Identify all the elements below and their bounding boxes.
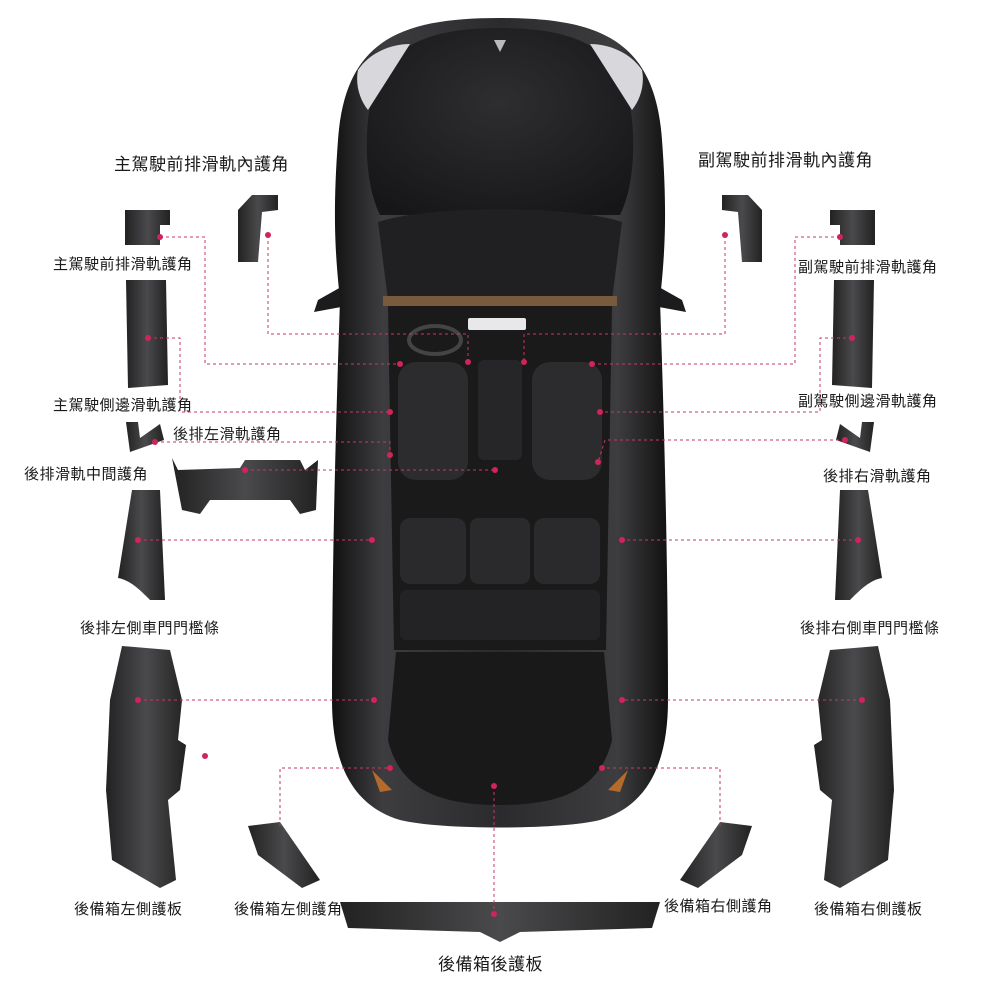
rear-right-sill-part (835, 490, 882, 600)
label-trunk-left-corner: 後備箱左側護角 (234, 900, 343, 918)
windshield (378, 209, 622, 300)
label-rear-right-sill: 後排右側車門門檻條 (800, 619, 940, 637)
label-trunk-right-corner: 後備箱右側護角 (664, 897, 773, 915)
label-rear-left-rail: 後排左滑軌護角 (173, 425, 282, 443)
passenger-front-rail-bracket-part (830, 210, 875, 245)
driver-front-rail-bracket-part (125, 210, 170, 245)
leader-lines (138, 235, 862, 914)
passenger-seat (532, 362, 602, 480)
passenger-front-rail-part (832, 280, 874, 388)
rear-left-sill-part (118, 490, 165, 600)
rear-seat-right (534, 518, 600, 584)
trunk-right-corner-part (680, 822, 752, 888)
label-passenger-front-rail: 副駕駛前排滑軌護角 (798, 258, 938, 276)
center-console (478, 360, 522, 460)
trunk-right-panel-part (814, 646, 894, 888)
label-driver-side-rail: 主駕駛側邊滑軌護角 (53, 396, 193, 414)
label-rear-right-rail: 後排右滑軌護角 (823, 467, 932, 485)
dashboard-trim (383, 296, 617, 306)
label-trunk-rear-panel: 後備箱後護板 (438, 955, 543, 975)
left-headlight (357, 44, 410, 110)
parts (106, 195, 894, 942)
driver-seat (398, 362, 468, 480)
passenger-side-rail-part (836, 422, 874, 452)
left-taillight (372, 770, 392, 792)
rear-glass (388, 652, 612, 805)
driver-front-rail-part (126, 280, 168, 388)
rear-seat-left (400, 518, 466, 584)
trunk-left-corner-part (248, 822, 320, 888)
steering-wheel (407, 324, 463, 356)
label-rear-middle-rail: 後排滑軌中間護角 (24, 465, 149, 483)
car-hood (366, 28, 634, 215)
center-screen (468, 318, 526, 330)
passenger-front-rail-inner-part (722, 195, 762, 262)
rear-middle-rail-part (172, 458, 318, 514)
label-driver-front-rail-inner: 主駕駛前排滑軌內護角 (114, 155, 289, 175)
right-taillight (608, 770, 628, 792)
driver-side-rail-part (126, 422, 164, 452)
rear-seat-base (400, 590, 600, 640)
trunk-rear-panel-part (340, 902, 660, 942)
label-trunk-right-panel: 後備箱右側護板 (814, 900, 923, 918)
label-trunk-left-panel: 後備箱左側護板 (74, 900, 183, 918)
leader-dots (135, 232, 865, 917)
label-passenger-side-rail: 副駕駛側邊滑軌護角 (798, 392, 938, 410)
label-driver-front-rail: 主駕駛前排滑軌護角 (53, 255, 193, 273)
rear-seat-middle (470, 518, 530, 584)
label-rear-left-sill: 後排左側車門門檻條 (80, 619, 220, 637)
car-logo (494, 40, 506, 52)
right-headlight (590, 44, 643, 110)
trunk-left-panel-part (106, 646, 186, 888)
car-top-view (314, 18, 686, 828)
driver-front-rail-inner-part (238, 195, 278, 262)
label-passenger-front-rail-inner: 副駕駛前排滑軌內護角 (698, 151, 873, 171)
